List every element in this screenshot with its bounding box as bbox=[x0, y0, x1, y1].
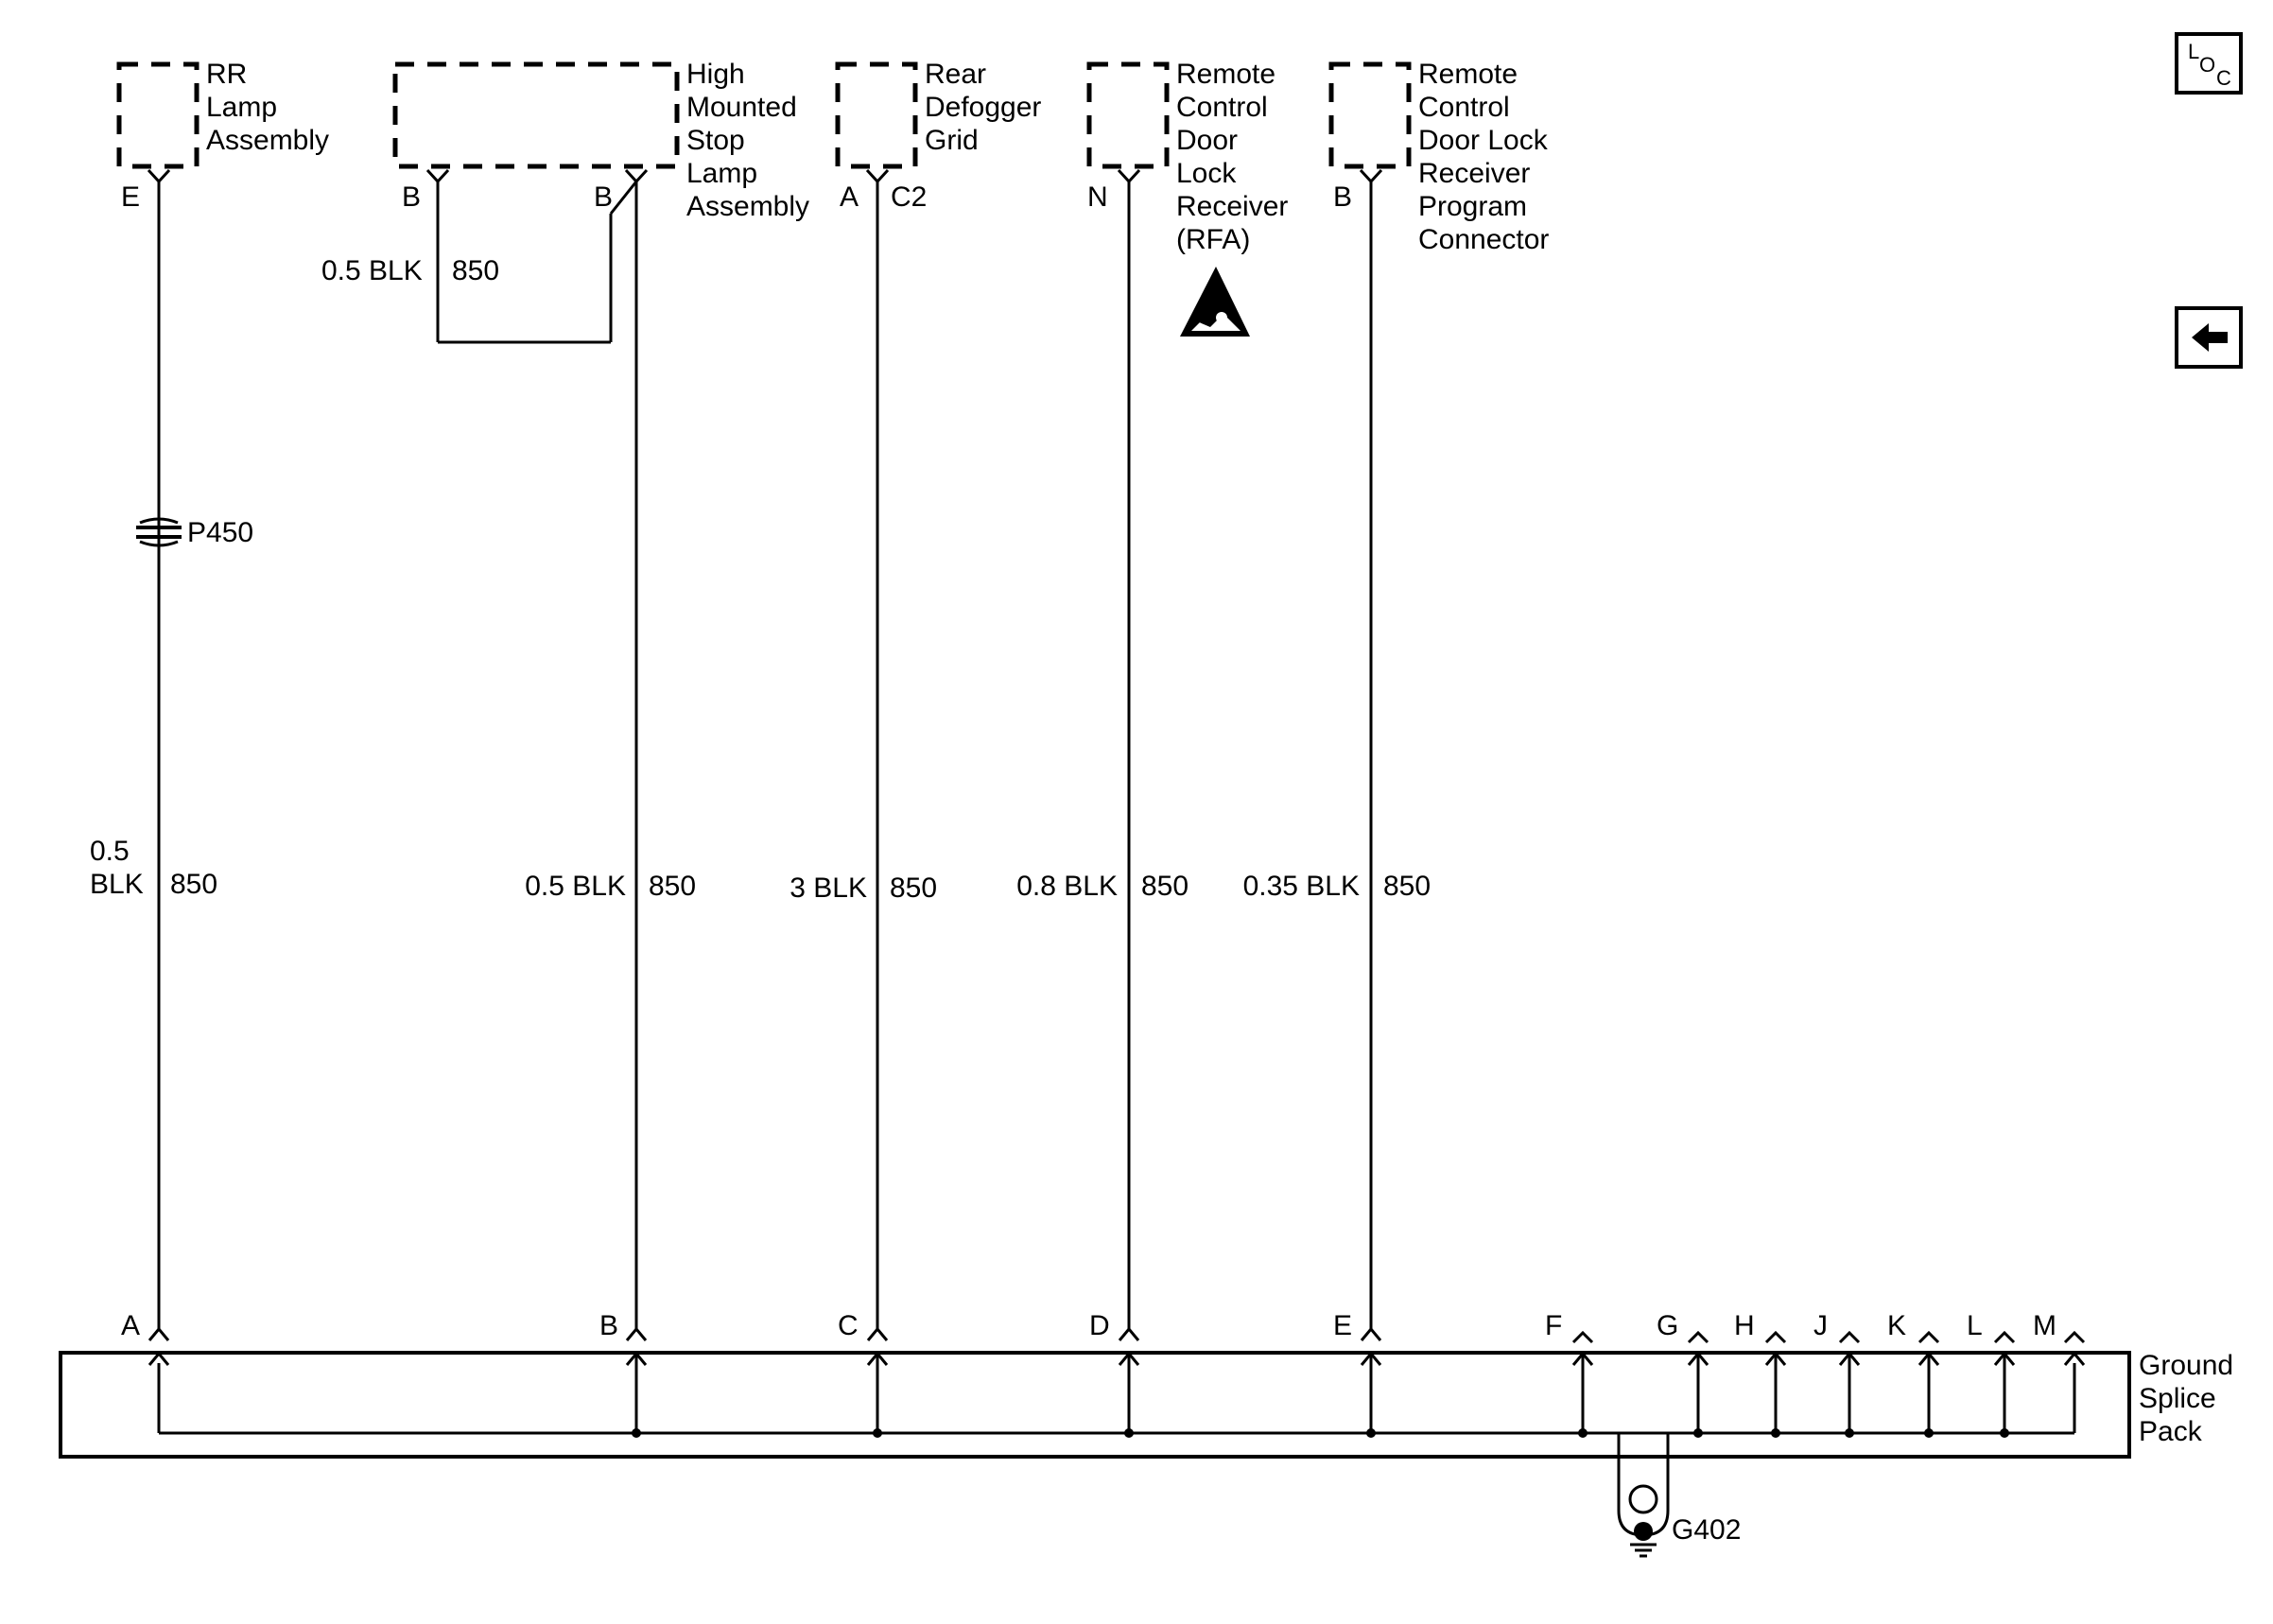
splice-pin-e: E bbox=[1333, 1310, 1352, 1341]
defogger-label-3: Grid bbox=[925, 125, 979, 156]
wire-a-gauge-2: BLK bbox=[90, 869, 144, 900]
loc-l: L bbox=[2188, 40, 2200, 63]
program-label-3: Door Lock bbox=[1418, 125, 1549, 156]
rfa-label-3: Door bbox=[1176, 125, 1238, 156]
chmsl-label-1: High bbox=[686, 59, 745, 90]
wire-d-gauge: 0.8 BLK bbox=[1016, 871, 1118, 902]
rr-lamp-assembly: RR Lamp Assembly E bbox=[116, 59, 329, 213]
program-label-5: Program bbox=[1418, 191, 1527, 222]
ground-splice-pack: Ground Splice Pack bbox=[59, 1350, 2233, 1459]
rr-lamp-pin: E bbox=[121, 181, 140, 213]
splice-label-2: Splice bbox=[2139, 1383, 2216, 1414]
rfa-label-4: Lock bbox=[1176, 158, 1237, 189]
program-connector: Remote Control Door Lock Receiver Progra… bbox=[1328, 59, 1549, 255]
splice-pin-k: K bbox=[1887, 1310, 1906, 1341]
ground-g402: G402 bbox=[1617, 1433, 1741, 1558]
defogger-connector: C2 bbox=[891, 181, 927, 213]
splice-pin-b: B bbox=[599, 1310, 618, 1341]
back-button[interactable] bbox=[2175, 306, 2243, 369]
p450-label: P450 bbox=[187, 517, 253, 548]
rear-defogger-grid: Rear Defogger Grid A C2 bbox=[835, 59, 1041, 213]
esd-warning-icon bbox=[1180, 267, 1250, 337]
inline-connector-p450: P450 bbox=[136, 517, 253, 548]
rfa-label-5: Receiver bbox=[1176, 191, 1288, 222]
loc-button[interactable]: L O C bbox=[2175, 32, 2243, 95]
rr-lamp-label-3: Assembly bbox=[206, 125, 329, 156]
rfa-label-2: Control bbox=[1176, 92, 1268, 123]
splice-pin-d: D bbox=[1089, 1310, 1110, 1341]
loc-c: C bbox=[2216, 66, 2231, 90]
jumper-wire: 0.5 BLK 850 bbox=[321, 181, 638, 344]
ground-icon bbox=[1634, 1522, 1653, 1541]
wire-d-circuit: 850 bbox=[1141, 871, 1189, 902]
splice-label-1: Ground bbox=[2139, 1350, 2233, 1381]
program-label-6: Connector bbox=[1418, 224, 1549, 255]
splice-pin-h: H bbox=[1734, 1310, 1755, 1341]
wire-e-circuit: 850 bbox=[1383, 871, 1431, 902]
rfa-label-1: Remote bbox=[1176, 59, 1275, 90]
splice-pin-m: M bbox=[2033, 1310, 2056, 1341]
left-arrow-icon bbox=[2192, 323, 2228, 352]
rr-lamp-label-1: RR bbox=[206, 59, 247, 90]
rfa-label-6: (RFA) bbox=[1176, 224, 1250, 255]
chmsl-label-5: Assembly bbox=[686, 191, 809, 222]
splice-pin-c: C bbox=[838, 1310, 859, 1341]
chmsl-label-3: Stop bbox=[686, 125, 745, 156]
splice-pin-f: F bbox=[1545, 1310, 1562, 1341]
splice-pin-l: L bbox=[1967, 1310, 1983, 1341]
program-label-4: Receiver bbox=[1418, 158, 1530, 189]
wire-b-circuit: 850 bbox=[649, 871, 696, 902]
loc-o: O bbox=[2199, 53, 2216, 77]
wire-a-gauge-1: 0.5 bbox=[90, 836, 130, 867]
program-label-1: Remote bbox=[1418, 59, 1518, 90]
splice-pin-g: G bbox=[1657, 1310, 1678, 1341]
jumper-gauge: 0.5 BLK bbox=[321, 255, 423, 286]
chmsl-assembly: High Mounted Stop Lamp Assembly B B bbox=[392, 59, 809, 222]
chmsl-pin-right: B bbox=[594, 181, 613, 213]
splice-pins-wired: A B C D E bbox=[121, 1310, 1382, 1438]
defogger-label-2: Defogger bbox=[925, 92, 1041, 123]
defogger-label-1: Rear bbox=[925, 59, 986, 90]
program-label-2: Control bbox=[1418, 92, 1510, 123]
wire-b-gauge: 0.5 BLK bbox=[525, 871, 626, 902]
program-pin: B bbox=[1333, 181, 1352, 213]
wire-e-gauge: 0.35 BLK bbox=[1243, 871, 1360, 902]
splice-pin-a: A bbox=[121, 1310, 140, 1341]
wire-labels: 0.5 BLK 850 0.5 BLK 850 3 BLK 850 0.8 BL… bbox=[90, 836, 1431, 904]
jumper-circuit: 850 bbox=[452, 255, 499, 286]
chmsl-label-4: Lamp bbox=[686, 158, 757, 189]
g402-label: G402 bbox=[1672, 1514, 1741, 1546]
rr-lamp-label-2: Lamp bbox=[206, 92, 277, 123]
rfa-receiver: Remote Control Door Lock Receiver (RFA) … bbox=[1086, 59, 1288, 255]
splice-label-3: Pack bbox=[2139, 1416, 2203, 1447]
defogger-pin: A bbox=[840, 181, 859, 213]
wire-c-circuit: 850 bbox=[890, 872, 937, 904]
chmsl-pin-left: B bbox=[402, 181, 421, 213]
chmsl-label-2: Mounted bbox=[686, 92, 797, 123]
splice-pin-j: J bbox=[1813, 1310, 1828, 1341]
rfa-pin: N bbox=[1087, 181, 1108, 213]
splice-pins-spare: F G H J K L M bbox=[1545, 1310, 2086, 1438]
wire-c-gauge: 3 BLK bbox=[789, 872, 867, 904]
wire-a-circuit: 850 bbox=[170, 869, 217, 900]
